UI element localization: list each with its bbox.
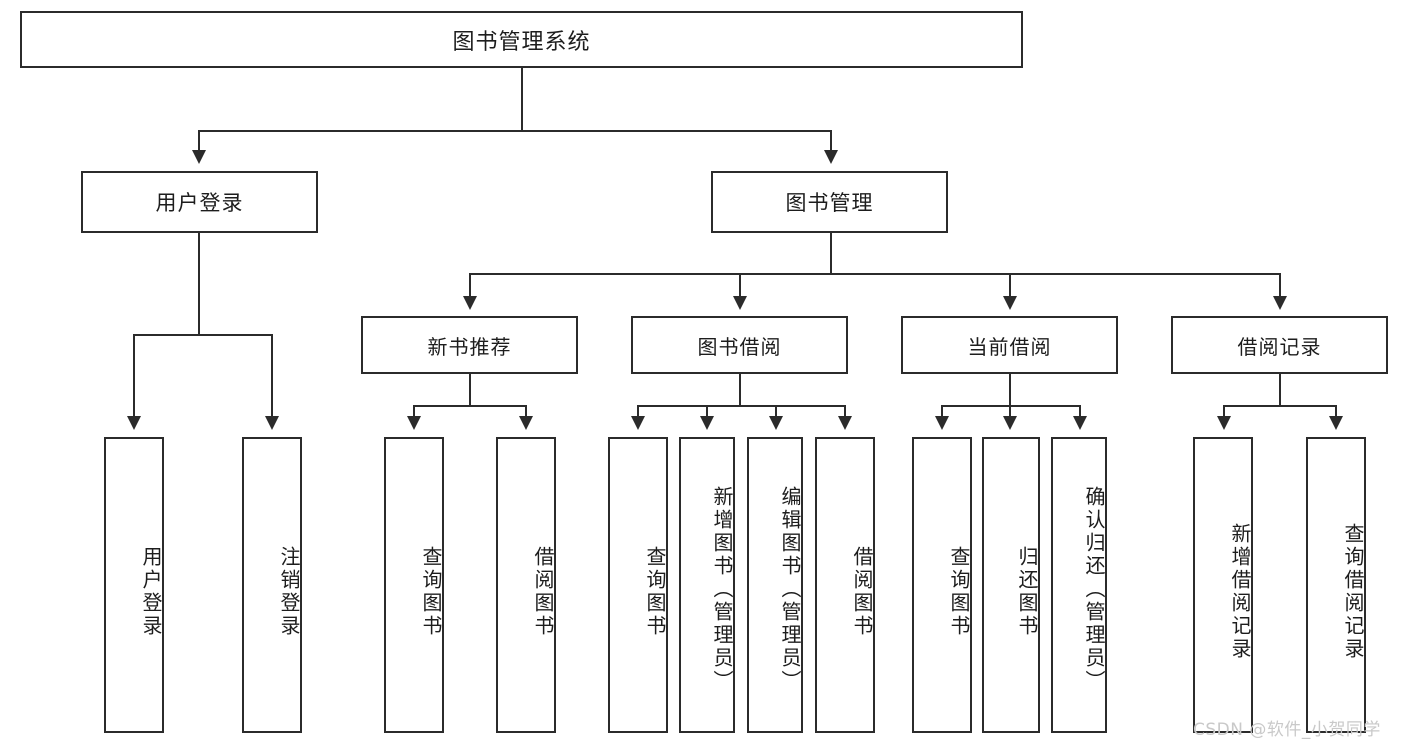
node-new-book-recommend-label: 新书推荐 bbox=[427, 334, 512, 359]
connector-user-login-leaf-1 bbox=[133, 334, 135, 418]
arrow-to-book-borrow bbox=[733, 296, 747, 310]
leaf-book-borrow-3[interactable]: 编辑图书（管理员） bbox=[747, 437, 803, 733]
connector-user-login-bus bbox=[133, 334, 271, 336]
connector-book-manage-trunk bbox=[830, 233, 832, 275]
connector-user-login-leaf-2 bbox=[271, 334, 273, 418]
connector-root-to-book-manage bbox=[830, 130, 832, 152]
leaf-borrow-record-2[interactable]: 查询借阅记录 bbox=[1306, 437, 1366, 733]
connector-borrow-record-bus bbox=[1223, 405, 1337, 407]
connector-current-borrow-leaf-2 bbox=[1009, 405, 1011, 418]
leaf-new-book-2-label: 借阅图书 bbox=[531, 546, 555, 638]
arrow-borrow-record-leaf-1 bbox=[1217, 416, 1231, 430]
connector-new-book-leaf-1 bbox=[413, 405, 415, 418]
connector-root-trunk bbox=[521, 68, 523, 131]
connector-borrow-record-trunk bbox=[1279, 374, 1281, 406]
arrow-current-borrow-leaf-3 bbox=[1073, 416, 1087, 430]
arrow-borrow-record-leaf-2 bbox=[1329, 416, 1343, 430]
connector-book-borrow-trunk bbox=[739, 374, 741, 406]
node-book-manage[interactable]: 图书管理 bbox=[711, 171, 948, 233]
connector-current-borrow-leaf-1 bbox=[941, 405, 943, 418]
connector-book-borrow-leaf-2 bbox=[706, 405, 708, 418]
node-borrow-record[interactable]: 借阅记录 bbox=[1171, 316, 1388, 374]
leaf-book-borrow-2[interactable]: 新增图书（管理员） bbox=[679, 437, 735, 733]
connector-book-borrow-leaf-1 bbox=[637, 405, 639, 418]
leaf-borrow-record-2-label: 查询借阅记录 bbox=[1341, 523, 1365, 661]
leaf-user-login-2-label: 注销登录 bbox=[277, 546, 301, 638]
leaf-book-borrow-4-label: 借阅图书 bbox=[850, 546, 874, 638]
connector-book-manage-bus bbox=[469, 273, 1281, 275]
connector-root-bus bbox=[198, 130, 832, 132]
leaf-book-borrow-1[interactable]: 查询图书 bbox=[608, 437, 668, 733]
leaf-current-borrow-1[interactable]: 查询图书 bbox=[912, 437, 972, 733]
leaf-user-login-2[interactable]: 注销登录 bbox=[242, 437, 302, 733]
arrow-root-to-book-manage bbox=[824, 150, 838, 164]
node-book-borrow[interactable]: 图书借阅 bbox=[631, 316, 848, 374]
leaf-new-book-1-label: 查询图书 bbox=[419, 546, 443, 638]
arrow-user-login-leaf-2 bbox=[265, 416, 279, 430]
arrow-root-to-user-login bbox=[192, 150, 206, 164]
node-user-login[interactable]: 用户登录 bbox=[81, 171, 318, 233]
arrow-user-login-leaf-1 bbox=[127, 416, 141, 430]
node-current-borrow[interactable]: 当前借阅 bbox=[901, 316, 1118, 374]
node-root-label: 图书管理系统 bbox=[452, 29, 591, 55]
connector-book-borrow-leaf-3 bbox=[775, 405, 777, 418]
leaf-current-borrow-2-label: 归还图书 bbox=[1015, 546, 1039, 638]
node-borrow-record-label: 借阅记录 bbox=[1237, 334, 1322, 359]
arrow-book-borrow-leaf-4 bbox=[838, 416, 852, 430]
connector-to-new-book bbox=[469, 273, 471, 298]
leaf-new-book-1[interactable]: 查询图书 bbox=[384, 437, 444, 733]
leaf-user-login-1[interactable]: 用户登录 bbox=[104, 437, 164, 733]
node-book-borrow-label: 图书借阅 bbox=[697, 334, 782, 359]
leaf-current-borrow-2[interactable]: 归还图书 bbox=[982, 437, 1040, 733]
connector-new-book-bus bbox=[413, 405, 527, 407]
connector-to-borrow-record bbox=[1279, 273, 1281, 298]
node-book-manage-label: 图书管理 bbox=[785, 191, 874, 215]
leaf-new-book-2[interactable]: 借阅图书 bbox=[496, 437, 556, 733]
arrow-book-borrow-leaf-1 bbox=[631, 416, 645, 430]
arrow-current-borrow-leaf-2 bbox=[1003, 416, 1017, 430]
arrow-new-book-leaf-1 bbox=[407, 416, 421, 430]
leaf-user-login-1-label: 用户登录 bbox=[139, 546, 163, 638]
leaf-book-borrow-1-label: 查询图书 bbox=[643, 546, 667, 638]
connector-book-borrow-leaf-4 bbox=[844, 405, 846, 418]
arrow-to-borrow-record bbox=[1273, 296, 1287, 310]
connector-root-to-user-login bbox=[198, 130, 200, 152]
connector-new-book-leaf-2 bbox=[525, 405, 527, 418]
leaf-borrow-record-1-label: 新增借阅记录 bbox=[1228, 523, 1252, 661]
connector-to-current-borrow bbox=[1009, 273, 1011, 298]
leaf-current-borrow-3-label: 确认归还（管理员） bbox=[1082, 485, 1106, 693]
connector-book-borrow-bus bbox=[637, 405, 845, 407]
node-root[interactable]: 图书管理系统 bbox=[20, 11, 1023, 68]
leaf-book-borrow-4[interactable]: 借阅图书 bbox=[815, 437, 875, 733]
node-user-login-label: 用户登录 bbox=[155, 191, 244, 215]
connector-borrow-record-leaf-2 bbox=[1335, 405, 1337, 418]
connector-borrow-record-leaf-1 bbox=[1223, 405, 1225, 418]
leaf-borrow-record-1[interactable]: 新增借阅记录 bbox=[1193, 437, 1253, 733]
csdn-watermark: CSDN @软件_小贺同学 bbox=[1193, 720, 1381, 740]
connector-current-borrow-trunk bbox=[1009, 374, 1011, 406]
leaf-current-borrow-1-label: 查询图书 bbox=[947, 546, 971, 638]
node-current-borrow-label: 当前借阅 bbox=[967, 334, 1052, 359]
arrow-current-borrow-leaf-1 bbox=[935, 416, 949, 430]
connector-user-login-trunk bbox=[198, 233, 200, 335]
arrow-new-book-leaf-2 bbox=[519, 416, 533, 430]
arrow-book-borrow-leaf-2 bbox=[700, 416, 714, 430]
connector-to-book-borrow bbox=[739, 273, 741, 298]
connector-current-borrow-bus bbox=[941, 405, 1081, 407]
arrow-to-new-book bbox=[463, 296, 477, 310]
node-new-book-recommend[interactable]: 新书推荐 bbox=[361, 316, 578, 374]
connector-current-borrow-leaf-3 bbox=[1079, 405, 1081, 418]
leaf-book-borrow-2-label: 新增图书（管理员） bbox=[710, 485, 734, 693]
arrow-book-borrow-leaf-3 bbox=[769, 416, 783, 430]
arrow-to-current-borrow bbox=[1003, 296, 1017, 310]
connector-new-book-trunk bbox=[469, 374, 471, 406]
leaf-current-borrow-3[interactable]: 确认归还（管理员） bbox=[1051, 437, 1107, 733]
leaf-book-borrow-3-label: 编辑图书（管理员） bbox=[778, 485, 802, 693]
